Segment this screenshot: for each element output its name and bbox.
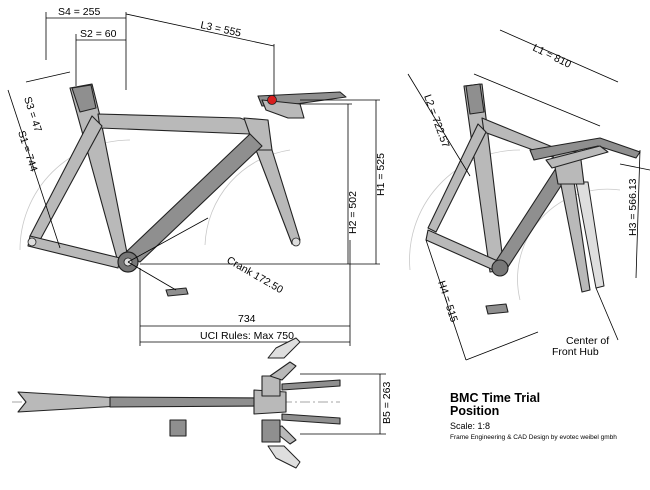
extension-lower (281, 413, 341, 425)
pedal-3d (485, 303, 509, 315)
rear-wheel-outline (19, 139, 131, 251)
uci-label: UCI Rules: Max 750 (200, 330, 294, 342)
base-bar-3d (545, 145, 609, 169)
l1-label: L1 = 810 (531, 42, 573, 71)
seat-stay (29, 115, 103, 241)
s1-label: S1 = 744 (15, 129, 40, 173)
top-tube (97, 113, 263, 135)
side-view (7, 12, 380, 346)
h1-label: H1 = 525 (375, 153, 387, 196)
h4-ext (465, 331, 539, 361)
l1-dim-line-2 (499, 29, 619, 83)
perspective-view (407, 29, 650, 361)
h3-ext-top (619, 163, 650, 171)
s3-label: S3 = 47 (21, 95, 44, 134)
seat-tube (69, 83, 129, 263)
pedal-top (169, 419, 187, 437)
extension-upper (281, 379, 341, 391)
title-block: BMC Time Trial Position Scale: 1:8 Frame… (450, 391, 640, 442)
main-tube-top (109, 396, 261, 408)
length-label: 734 (238, 313, 256, 325)
front-hub-label-1: Center of (566, 335, 609, 347)
scale-label: Scale: 1:8 (450, 421, 491, 431)
crank-label: Crank 172.50 (225, 254, 286, 296)
rear-dropout (27, 237, 37, 247)
handlebar-reference-point (267, 95, 277, 105)
s1-dim-line (7, 89, 61, 249)
credit-label: Frame Engineering & CAD Design by evotec… (450, 434, 617, 441)
h3-label: H3 = 566.13 (627, 178, 639, 236)
aero-bars-3d (529, 137, 641, 161)
chain-stay (27, 235, 121, 269)
seatpost (71, 84, 97, 113)
h4-dim-line (425, 239, 467, 361)
l2-dim-line (407, 73, 471, 177)
right-brake-lever-top (267, 337, 301, 359)
stem-lower (261, 419, 281, 443)
fork (255, 149, 301, 245)
down-tube (123, 133, 263, 263)
base-bar-top (269, 361, 297, 381)
pedal (165, 287, 189, 297)
l3-dim-line (125, 13, 275, 47)
wheel-outline-3d (409, 149, 521, 271)
b5-label: B5 = 263 (381, 382, 393, 424)
h4-label: H4 = 515 (435, 279, 460, 324)
h3-dim-line (635, 149, 641, 279)
crank-leader (127, 217, 209, 263)
s3-leader (25, 71, 71, 83)
l3-label: L3 = 555 (199, 19, 242, 39)
l1-dim-line (473, 73, 601, 127)
top-view (12, 337, 386, 469)
seat-stay-3d (427, 123, 487, 233)
left-brake-lever-top (267, 445, 301, 469)
front-dropout (291, 237, 301, 247)
front-hub-leader (595, 287, 619, 341)
crank-line (127, 261, 177, 291)
l2-label: L2 = 722.57 (421, 93, 451, 150)
title-line-2: Position (450, 404, 500, 418)
rear-stays-top (17, 391, 121, 413)
front-wheel-outline-3d (517, 188, 621, 301)
bottom-bracket-3d (491, 259, 509, 277)
seatpost-3d (465, 83, 485, 115)
title-line-1: BMC Time Trial (450, 391, 541, 405)
front-hub-label-2: Front Hub (552, 346, 599, 358)
h2-label: H2 = 502 (347, 191, 359, 234)
s2-label: S2 = 60 (80, 28, 117, 40)
s4-label: S4 = 255 (58, 6, 100, 18)
